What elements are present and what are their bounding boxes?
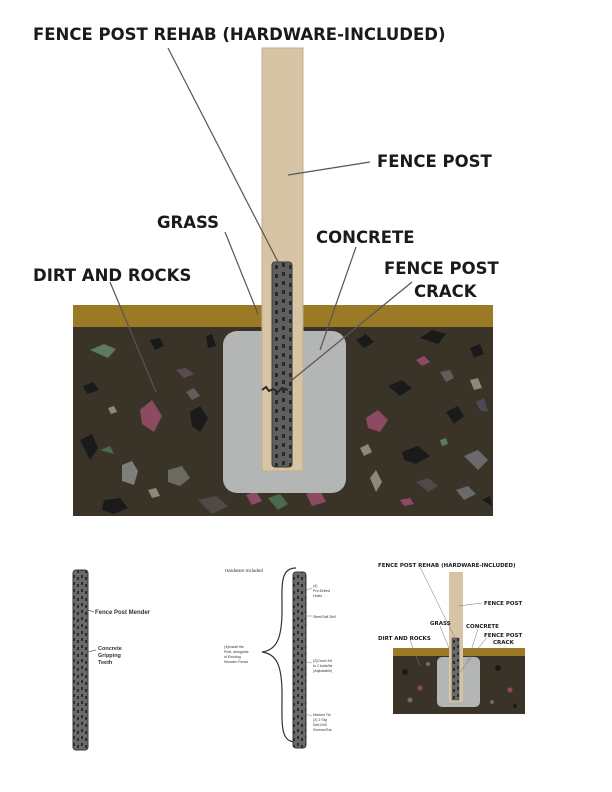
label-crack-line2: CRACK bbox=[414, 282, 478, 301]
thumb-label-concrete: CONCRETE bbox=[466, 624, 499, 630]
left-line1: (4)Install the bbox=[224, 645, 244, 649]
thumb-title: FENCE POST REHAB (HARDWARE-INCLUDED) bbox=[378, 563, 516, 569]
label-teeth-1: Concrete bbox=[98, 646, 122, 652]
label-hardware-header: Hardware Included bbox=[225, 568, 263, 573]
hw4-line4: Screws/Gal bbox=[313, 728, 332, 732]
hw1-line3: Holes bbox=[313, 594, 322, 598]
thumbnail-mender: Fence Post Mender Concrete Gripping Teet… bbox=[72, 569, 151, 751]
hardware-brace bbox=[261, 567, 297, 743]
left-line3: of Existing bbox=[224, 655, 241, 659]
thumb-label-grass: GRASS bbox=[430, 621, 451, 627]
label-teeth-2: Gripping bbox=[98, 653, 121, 659]
thumbnail-overview: FENCE POST REHAB (HARDWARE-INCLUDED) FEN… bbox=[378, 563, 525, 714]
crack-mark bbox=[261, 385, 289, 394]
main-diagram: FENCE POST REHAB (HARDWARE-INCLUDED) FEN… bbox=[33, 25, 499, 516]
thumbnail-hardware: Hardware Included (4) Pre-Drilled Holes … bbox=[224, 567, 336, 749]
hw4-line2: (2) 2 Stg bbox=[313, 718, 327, 722]
label-teeth-3: Teeth bbox=[98, 660, 113, 666]
label-fence-post: FENCE POST bbox=[377, 152, 492, 171]
main-title: FENCE POST REHAB (HARDWARE-INCLUDED) bbox=[33, 25, 446, 44]
hw2-label: Steel/Self-Drill bbox=[313, 615, 336, 619]
label-concrete: CONCRETE bbox=[316, 228, 415, 247]
thumb-label-dirt: DIRT AND ROCKS bbox=[378, 636, 431, 642]
label-crack-line1: FENCE POST bbox=[384, 259, 499, 278]
hw3-line2: to 2 bolts/tie bbox=[313, 664, 332, 668]
hw1-line2: Pre-Drilled bbox=[313, 589, 330, 593]
left-line2: Post, alongside bbox=[224, 650, 249, 654]
label-grass: GRASS bbox=[157, 213, 219, 232]
fence-post-mender bbox=[271, 261, 293, 468]
mender-standalone bbox=[72, 569, 89, 751]
left-line4: Wooden Fence bbox=[224, 660, 248, 664]
thumb-rocks bbox=[402, 662, 517, 708]
hw4-line3: Self-Drill bbox=[313, 723, 327, 727]
hw4-line1: Marked Tie bbox=[313, 713, 331, 717]
thumb-label-crack-1: FENCE POST bbox=[484, 633, 522, 639]
hw3-line3: (Adjustable) bbox=[313, 669, 332, 673]
hw1-line1: (4) bbox=[313, 584, 317, 588]
leader-lines bbox=[109, 47, 413, 393]
label-dirt-and-rocks: DIRT AND ROCKS bbox=[33, 266, 191, 285]
rocks bbox=[80, 330, 492, 514]
thumb-label-crack-2: CRACK bbox=[493, 640, 515, 646]
thumb-mender bbox=[451, 637, 460, 701]
thumb-label-fence-post: FENCE POST bbox=[484, 601, 522, 607]
label-mender: Fence Post Mender bbox=[95, 610, 151, 616]
hw3-line1: (2)Cinch Kit bbox=[313, 659, 332, 663]
mender-with-hardware bbox=[292, 571, 307, 749]
